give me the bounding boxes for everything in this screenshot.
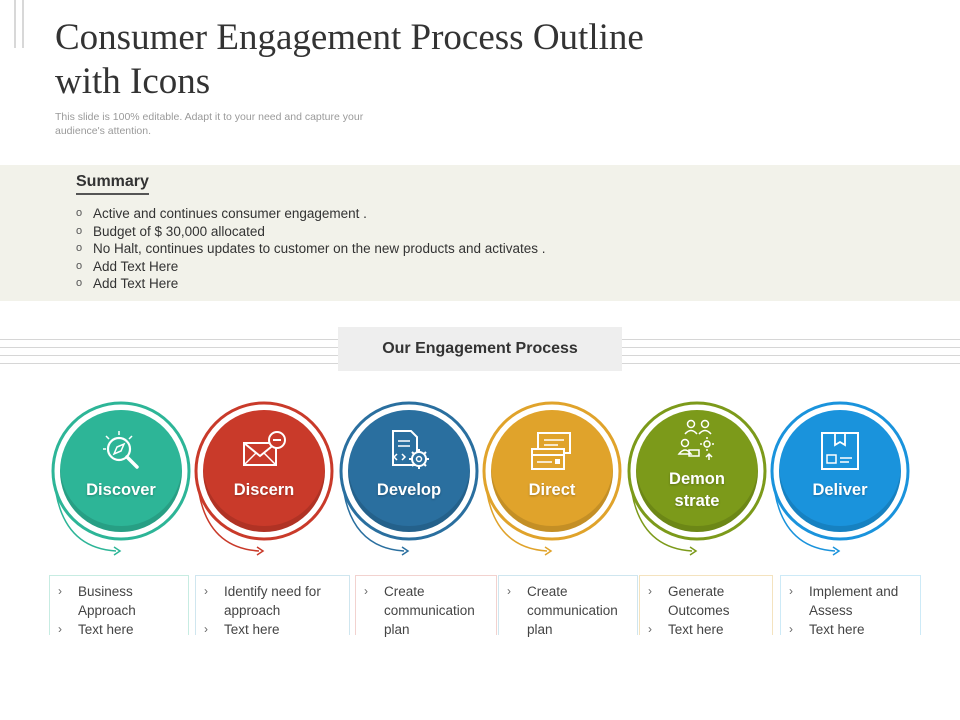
step-label: Demon strate: [669, 470, 725, 510]
process-title: Our Engagement Process: [338, 327, 622, 371]
step-circle: Discern: [203, 410, 325, 532]
chevron-right-icon: ›: [58, 622, 62, 636]
ring-arrow-icon: [770, 401, 910, 556]
envelope-minus-icon: [243, 431, 286, 466]
ring-arrow-icon: [482, 401, 622, 556]
circle-bullet-icon: o: [76, 259, 83, 272]
step-description-discover: ›Business Approach ›Text here: [49, 575, 189, 637]
chevron-right-icon: ›: [204, 622, 208, 636]
step-label: Develop: [376, 481, 442, 499]
chevron-right-icon: ›: [58, 584, 62, 598]
process-step-deliver: Deliver: [765, 398, 915, 568]
list-item: ›Text here: [789, 622, 865, 637]
magnifier-icon: [103, 431, 139, 469]
process-step-direct: Direct: [477, 398, 627, 568]
list-item: ›Identify need for approach: [204, 584, 321, 618]
list-item: ›Text here: [204, 622, 280, 637]
circle-bullet-icon: o: [76, 224, 83, 237]
summary-heading: Summary: [76, 173, 149, 195]
ring-arrow-icon: [194, 401, 334, 556]
step-label: Discover: [86, 481, 156, 499]
circle-bullet-icon: o: [76, 277, 83, 289]
step-label: Deliver: [812, 481, 868, 499]
page-title: Consumer Engagement Process Outline with…: [55, 17, 644, 102]
step-description-direct: ›Create communication plan: [498, 575, 638, 637]
chevron-right-icon: ›: [507, 584, 511, 598]
document-gear-icon: [392, 430, 429, 469]
list-item: ›Text here: [58, 622, 134, 637]
step-circle: Direct: [491, 410, 613, 532]
chevron-right-icon: ›: [364, 584, 368, 598]
step-description-develop: ›Create communication plan: [355, 575, 497, 637]
process-step-develop: Develop: [334, 398, 484, 568]
circle-bullet-icon: o: [76, 207, 83, 219]
ring-arrow-icon: [627, 401, 767, 556]
list-item: ›Business Approach: [58, 584, 136, 618]
step-circle: Discover: [60, 410, 182, 532]
step-circle: Develop: [348, 410, 470, 532]
step-circle: Demon strate: [636, 410, 758, 532]
decorative-lines: [14, 0, 34, 60]
step-circle: Deliver: [779, 410, 901, 532]
chevron-right-icon: ›: [648, 622, 652, 636]
page-subtitle: This slide is 100% editable. Adapt it to…: [55, 111, 364, 137]
cards-icon: [531, 432, 571, 470]
list-item: ›Generate Outcomes: [648, 584, 730, 618]
step-description-deliver: ›Implement and Assess ›Text here: [780, 575, 921, 637]
process-step-discern: Discern: [189, 398, 339, 568]
ring-arrow-icon: [51, 401, 191, 556]
list-item: ›Implement and Assess: [789, 584, 899, 618]
process-step-discover: Discover: [46, 398, 196, 568]
process-step-demonstrate: Demon strate: [622, 398, 772, 568]
list-item: ›Create communication plan: [364, 584, 475, 637]
chevron-right-icon: ›: [789, 584, 793, 598]
step-description-discern: ›Identify need for approach ›Text here: [195, 575, 350, 637]
list-item: ›Create communication plan: [507, 584, 618, 637]
people-presentation-icon: [677, 419, 714, 460]
chevron-right-icon: ›: [204, 584, 208, 598]
step-label: Discern: [233, 481, 295, 499]
chevron-right-icon: ›: [789, 622, 793, 636]
box-icon: [821, 432, 859, 470]
circle-bullet-icon: o: [76, 242, 83, 254]
step-description-demonstrate: ›Generate Outcomes ›Text here: [639, 575, 773, 637]
ring-arrow-icon: [339, 401, 479, 556]
list-item: ›Text here: [648, 622, 724, 637]
summary-panel: [0, 165, 960, 301]
step-label: Direct: [528, 481, 576, 499]
chevron-right-icon: ›: [648, 584, 652, 598]
